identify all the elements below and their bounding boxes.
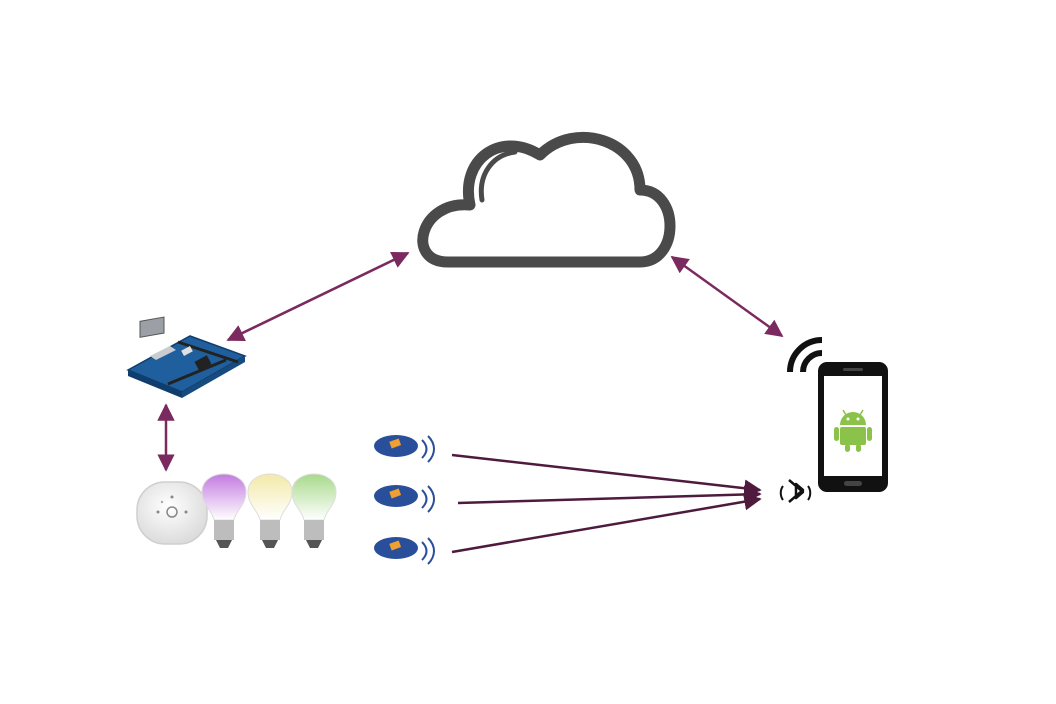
arrow-beacon-2-bluetooth <box>457 485 762 505</box>
arrow-beacon-1-bluetooth <box>451 453 762 497</box>
cloud-icon <box>417 132 676 268</box>
smart-bulb-icon <box>247 473 293 548</box>
bluetooth-icon <box>779 479 812 503</box>
hue-bridge-icon <box>136 481 208 545</box>
arrow-board-cloud <box>226 251 410 342</box>
arrow-beacon-3-bluetooth <box>451 493 762 554</box>
arduino-ethernet-board-icon <box>126 316 247 398</box>
smart-bulb-icon <box>291 473 337 548</box>
ble-beacon-icon <box>374 537 435 565</box>
android-smartphone-icon <box>818 362 888 492</box>
arrow-cloud-phone <box>670 255 784 338</box>
android-logo-icon <box>834 409 872 452</box>
ble-beacon-icon <box>374 435 435 463</box>
smart-bulb-icon <box>201 473 247 548</box>
ble-beacon-icon <box>374 485 435 513</box>
